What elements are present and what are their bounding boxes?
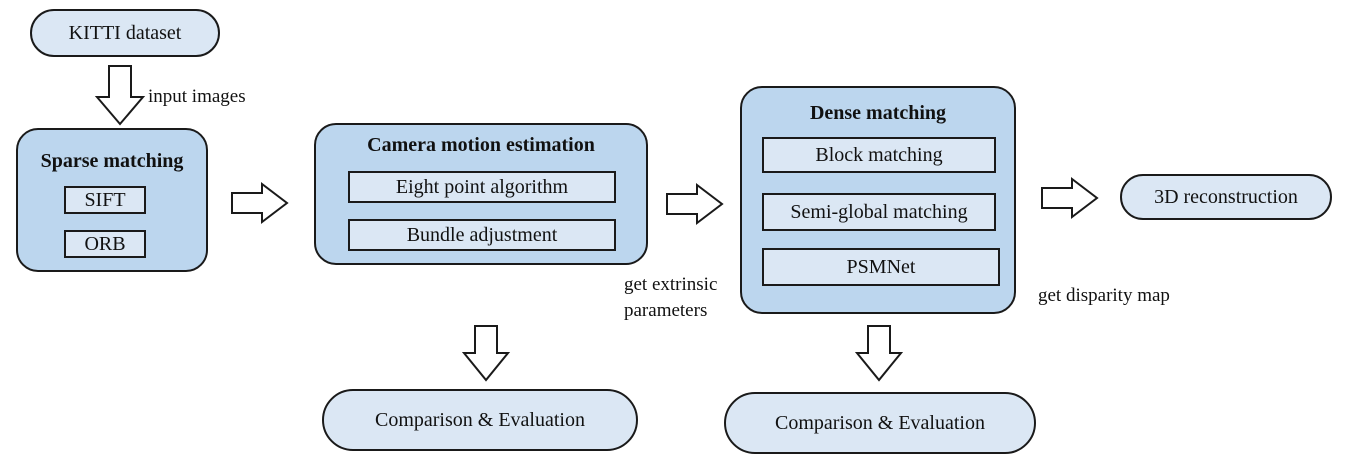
psmnet-item: PSMNet [762, 248, 1000, 286]
semi-global-matching-item: Semi-global matching [762, 193, 996, 231]
3d-reconstruction-node: 3D reconstruction [1120, 174, 1332, 220]
arrow-camera-to-dense [666, 182, 724, 226]
arrow-kitti-to-sparse [94, 65, 146, 126]
arrow-dense-to-eval [854, 325, 904, 382]
camera-motion-title: Camera motion estimation [367, 134, 595, 156]
input-images-label: input images [148, 86, 246, 107]
arrow-dense-to-recon [1041, 176, 1099, 220]
arrow-camera-to-eval [461, 325, 511, 382]
eight-point-item: Eight point algorithm [348, 171, 616, 203]
orb-item: ORB [64, 230, 146, 258]
arrow-sparse-to-camera [231, 181, 289, 225]
extrinsic-label-line1: get extrinsic [624, 274, 718, 295]
dense-evaluation-node: Comparison & Evaluation [724, 392, 1036, 454]
camera-evaluation-node: Comparison & Evaluation [322, 389, 638, 451]
bundle-adjustment-item: Bundle adjustment [348, 219, 616, 251]
block-matching-item: Block matching [762, 137, 996, 173]
extrinsic-label: get extrinsic parameters [624, 272, 717, 323]
disparity-label: get disparity map [1038, 285, 1170, 306]
sift-item: SIFT [64, 186, 146, 214]
extrinsic-label-line2: parameters [624, 299, 708, 321]
dense-matching-title: Dense matching [809, 102, 947, 124]
kitti-dataset-node: KITTI dataset [30, 9, 220, 57]
sparse-matching-title: Sparse matching [40, 150, 184, 172]
